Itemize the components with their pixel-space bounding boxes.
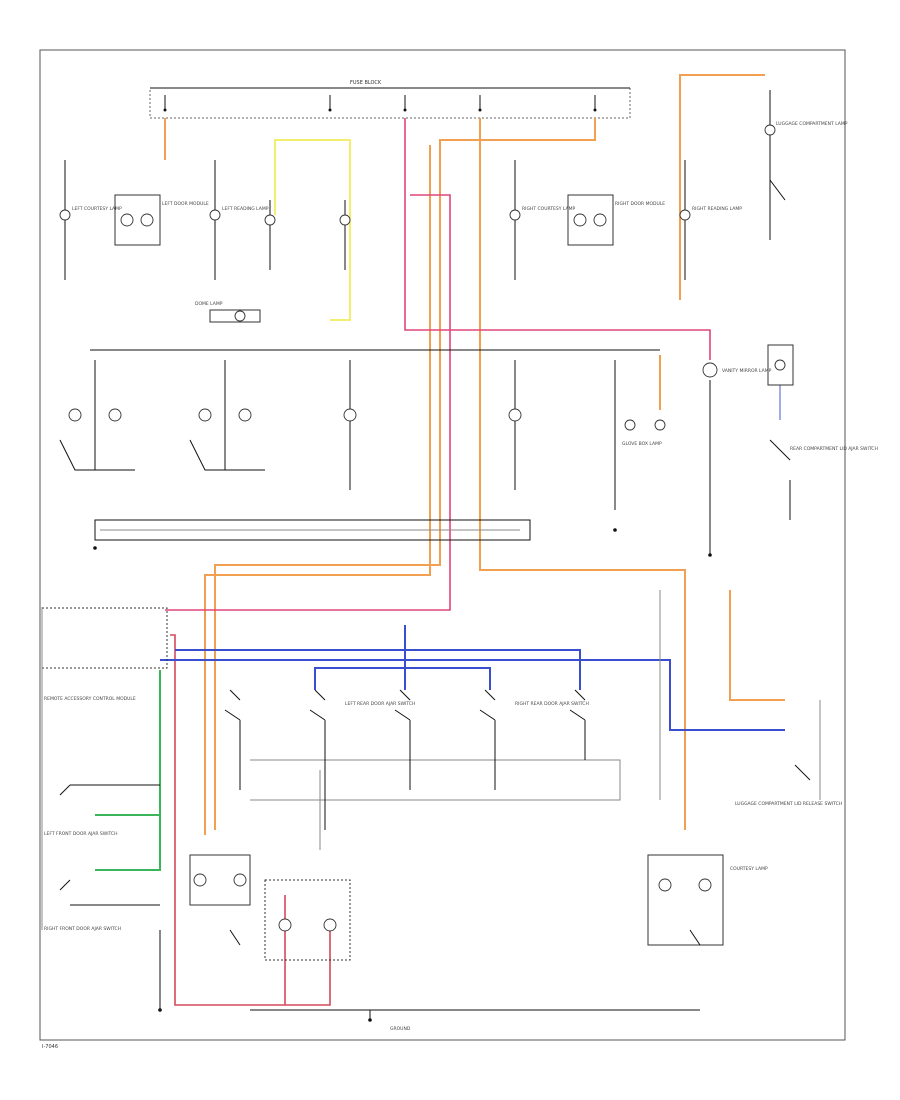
- label-glove-box-lamp: GLOVE BOX LAMP: [622, 441, 662, 447]
- label-dome-lamp: DOME LAMP: [195, 301, 223, 307]
- label-luggage-lid-release-switch: LUGGAGE COMPARTMENT LID RELEASE SWITCH: [735, 801, 842, 807]
- remote-accessory-control-module: [41, 607, 168, 930]
- lamp-upper-5: [339, 200, 351, 270]
- right-courtesy-lamp-assembly: [647, 854, 724, 946]
- wire-pink-2: [165, 194, 451, 611]
- label-courtesy-lamp: COURTESY LAMP: [730, 866, 768, 872]
- glove-box-lamp: [614, 355, 666, 510]
- fuse-4: [478, 95, 482, 112]
- fuse-3: [403, 95, 407, 112]
- right-front-door-ajar-switch: [59, 879, 160, 906]
- wire-orange-2: [204, 145, 431, 835]
- right-reading-lamp-upper: [679, 160, 691, 280]
- wire-black-harness: [94, 519, 531, 541]
- lamp-mid-4: [508, 360, 522, 490]
- fuse-2: [328, 95, 332, 112]
- ground-mid-right: [613, 528, 617, 532]
- wire-orange-4: [729, 590, 785, 701]
- left-front-door-ajar-switch: [59, 784, 160, 796]
- middle-component-row: [59, 344, 794, 520]
- label-vanity-mirror-lamp: VANITY MIRROR LAMP: [722, 368, 772, 374]
- wire-blue-1: [160, 659, 785, 731]
- label-left-rear-door-ajar-switch: LEFT REAR DOOR AJAR SWITCH: [345, 701, 415, 707]
- fuse-block: FUSE BLOCK: [149, 80, 631, 119]
- label-right-courtesy-lamp: RIGHT COURTESY LAMP: [522, 206, 575, 212]
- switch-1: [224, 689, 241, 790]
- fuse-1: [163, 95, 167, 112]
- wire-green: [95, 670, 161, 871]
- wire-yellow: [274, 139, 351, 321]
- label-right-reading-lamp: RIGHT READING LAMP: [692, 206, 742, 212]
- switch-4: [479, 689, 496, 790]
- ground-right: [708, 553, 712, 557]
- wire-pink-1: [404, 118, 711, 360]
- wire-grey-2: [250, 759, 621, 801]
- label-rear-compartment-lid-ajar-switch: REAR COMPARTMENT LID AJAR SWITCH: [790, 446, 878, 452]
- fuse-5: [593, 95, 597, 112]
- label-left-courtesy-lamp: LEFT COURTESY LAMP: [72, 206, 122, 212]
- label-remote-accessory-control-module: REMOTE ACCESSORY CONTROL MODULE: [44, 696, 136, 702]
- diagram-frame: [39, 49, 846, 1041]
- component-label-group: LEFT COURTESY LAMP LEFT DOOR MODULE LEFT…: [44, 121, 878, 1032]
- vanity-mirror-lamp: [702, 362, 718, 378]
- lamp-mid-3: [343, 360, 357, 490]
- lamp-mid-1: [59, 360, 135, 471]
- wire-blue-4: [314, 667, 491, 690]
- switch-3: [394, 689, 411, 790]
- center-reading-lamps: [264, 879, 351, 961]
- switch-2: [309, 689, 326, 830]
- label-left-reading-lamp: LEFT READING LAMP: [222, 206, 269, 212]
- luggage-compartment-module: [767, 344, 794, 520]
- fuse-block-label: FUSE BLOCK: [350, 80, 382, 86]
- wire-orange-3: [479, 118, 686, 830]
- lamp-upper-4: [264, 200, 276, 270]
- left-door-module-upper: [114, 194, 161, 246]
- right-courtesy-lamp-upper: [509, 160, 521, 280]
- wire-orange-top: [679, 74, 765, 300]
- ground-points: [93, 528, 712, 1022]
- label-right-front-door-ajar-switch: RIGHT FRONT DOOR AJAR SWITCH: [44, 926, 121, 932]
- luggage-lamp-upper: [764, 90, 786, 240]
- label-luggage-compartment-lamp: LUGGAGE COMPARTMENT LAMP: [776, 121, 848, 127]
- label-left-door-module: LEFT DOOR MODULE: [162, 201, 209, 207]
- footer-code: I-7046: [42, 1044, 58, 1050]
- label-ground: GROUND: [390, 1026, 411, 1032]
- lamp-mid-2: [189, 360, 265, 471]
- label-left-front-door-ajar-switch: LEFT FRONT DOOR AJAR SWITCH: [44, 831, 118, 837]
- ground-left-upper: [93, 546, 97, 550]
- wire-orange-main: [214, 118, 596, 830]
- upper-component-row: [59, 90, 786, 323]
- left-reading-lamp-upper: [209, 160, 221, 280]
- dome-lamp-switch: [209, 309, 261, 323]
- left-courtesy-lamp-assembly: [189, 854, 251, 946]
- label-right-door-module: RIGHT DOOR MODULE: [615, 201, 665, 207]
- left-courtesy-lamp-upper: [59, 160, 71, 280]
- right-door-module-upper: [567, 194, 614, 246]
- door-switch-row: [224, 689, 586, 830]
- wire-red-1: [170, 634, 331, 1006]
- label-right-rear-door-ajar-switch: RIGHT REAR DOOR AJAR SWITCH: [515, 701, 589, 707]
- switch-5: [569, 689, 586, 760]
- luggage-lid-release-switch: [794, 700, 821, 800]
- wire-blue-2: [175, 649, 581, 690]
